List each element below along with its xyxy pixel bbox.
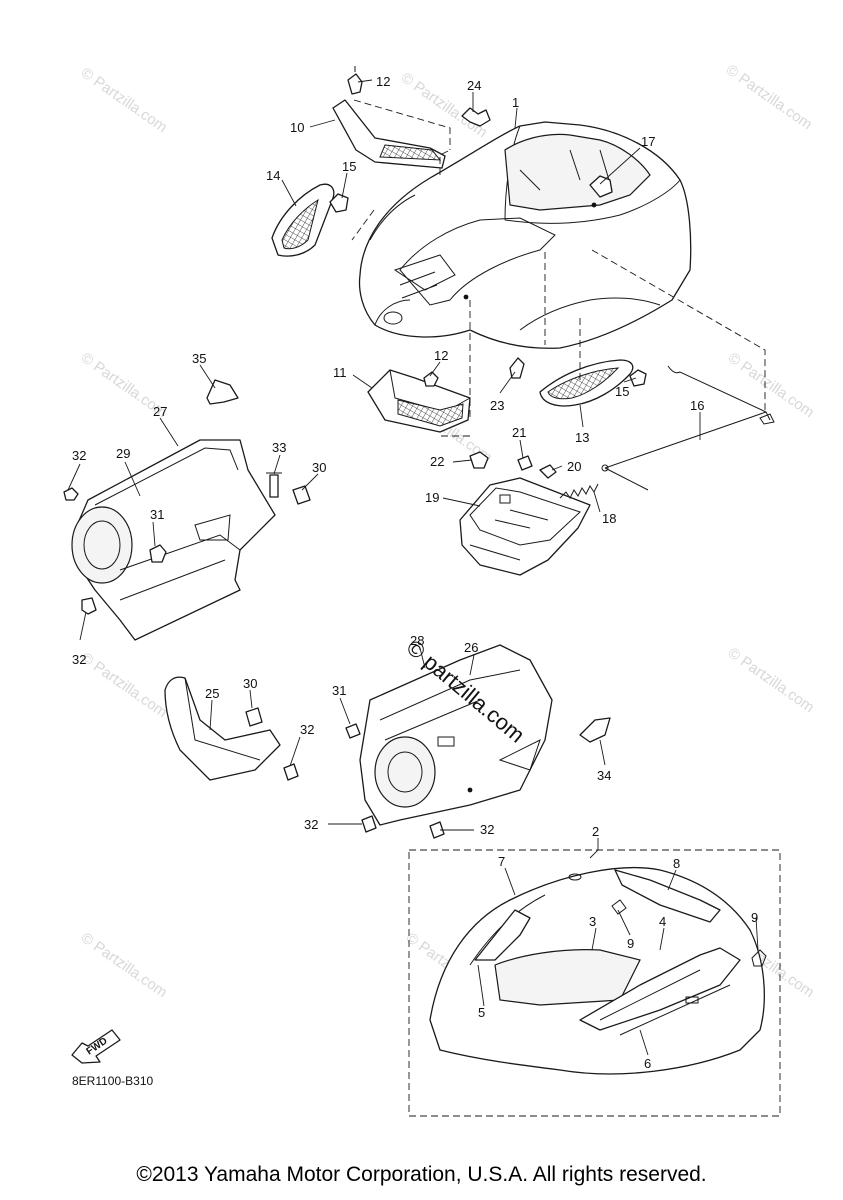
callout-31a: 31 <box>150 507 164 522</box>
callout-7: 7 <box>498 854 505 869</box>
callout-32b: 32 <box>72 652 86 667</box>
part-15-clip-left <box>329 193 349 213</box>
callout-28: 28 <box>410 633 424 648</box>
part-32-screw-c <box>283 763 299 781</box>
callout-34: 34 <box>597 768 611 783</box>
callout-13: 13 <box>575 430 589 445</box>
callout-30a: 30 <box>312 460 326 475</box>
callout-9a: 9 <box>627 936 634 951</box>
part-22-nut <box>469 451 489 469</box>
part-20-fastener <box>539 464 557 479</box>
callout-5: 5 <box>478 1005 485 1020</box>
callout-21: 21 <box>512 425 526 440</box>
watermark: © Partzilla.com <box>78 649 171 721</box>
callout-1: 1 <box>512 95 519 110</box>
part-32-screw-e <box>429 821 445 839</box>
callout-26: 26 <box>464 640 478 655</box>
callout-33: 33 <box>272 440 286 455</box>
part-19-lower-tray <box>459 477 591 576</box>
part-11-grille-box <box>367 369 471 433</box>
part-31-clip-right <box>345 723 361 739</box>
part-15-clip-right <box>629 369 647 387</box>
callout-18: 18 <box>602 511 616 526</box>
callout-27: 27 <box>153 404 167 419</box>
watermark: © Partzilla.com <box>78 64 171 136</box>
callout-14: 14 <box>266 168 280 183</box>
callout-6: 6 <box>644 1056 651 1071</box>
assembly-lines <box>351 99 766 437</box>
callout-23: 23 <box>490 398 504 413</box>
callout-8: 8 <box>673 856 680 871</box>
watermark: © Partzilla.com <box>723 61 816 133</box>
callout-9b: 9 <box>751 910 758 925</box>
part-35-bracket <box>206 379 239 405</box>
part-30-clip-upper <box>292 485 311 505</box>
callout-35: 35 <box>192 351 206 366</box>
part-18-spring <box>559 483 599 499</box>
callout-24: 24 <box>467 78 481 93</box>
callout-numbers: 1 2 3 4 5 6 7 8 9 9 10 11 12 12 13 14 15… <box>72 74 758 1071</box>
part-17-clip <box>589 175 613 198</box>
part-24-clip <box>461 107 491 127</box>
callout-32d: 32 <box>304 817 318 832</box>
callout-17: 17 <box>641 134 655 149</box>
callout-12b: 12 <box>434 348 448 363</box>
callout-4: 4 <box>659 914 666 929</box>
callout-15a: 15 <box>342 159 356 174</box>
watermark: © Partzilla.com <box>78 929 171 1001</box>
callout-12a: 12 <box>376 74 390 89</box>
drawing-code: 8ER1100-B310 <box>72 1074 153 1088</box>
callout-2: 2 <box>592 824 599 839</box>
part-14-side-grille <box>271 183 335 257</box>
part-32-screw-a <box>63 487 79 501</box>
callout-32e: 32 <box>480 822 494 837</box>
part-12-fastener-top <box>347 66 363 95</box>
callout-19: 19 <box>425 490 439 505</box>
part-12-fastener-lower <box>423 371 439 387</box>
part-21-fastener <box>517 455 533 471</box>
watermark: © Partzilla.com <box>725 644 818 716</box>
part-2-hood-assembly <box>408 849 781 1117</box>
part-23-clip <box>509 357 525 379</box>
part-27-left-panel <box>71 439 276 641</box>
fwd-arrow-icon: FWD <box>71 1029 121 1064</box>
callout-3: 3 <box>589 914 596 929</box>
callout-10: 10 <box>290 120 304 135</box>
callout-11: 11 <box>333 365 347 380</box>
watermark: © Partzilla.com <box>725 349 818 421</box>
callout-25: 25 <box>205 686 219 701</box>
part-26-right-panel <box>359 644 553 826</box>
part-32-screw-d <box>361 815 377 833</box>
callout-leaders <box>67 79 759 1056</box>
callout-30b: 30 <box>243 676 257 691</box>
copyright-notice: ©2013 Yamaha Motor Corporation, U.S.A. A… <box>136 1163 707 1186</box>
part-13-right-grille <box>539 359 634 407</box>
callout-20: 20 <box>567 459 581 474</box>
part-25-lower-front <box>164 676 281 781</box>
callout-22: 22 <box>430 454 444 469</box>
part-16-cable <box>601 365 775 491</box>
part-33-screw <box>266 472 282 498</box>
callout-32a: 32 <box>72 448 86 463</box>
part-30-clip-lower <box>245 707 263 727</box>
callout-29: 29 <box>116 446 130 461</box>
callout-32c: 32 <box>300 722 314 737</box>
callout-15b: 15 <box>615 384 629 399</box>
callout-31b: 31 <box>332 683 346 698</box>
callout-16: 16 <box>690 398 704 413</box>
part-32-screw-b <box>81 597 97 615</box>
part-34-bracket <box>579 717 611 743</box>
part-31-clip-left <box>149 544 167 563</box>
